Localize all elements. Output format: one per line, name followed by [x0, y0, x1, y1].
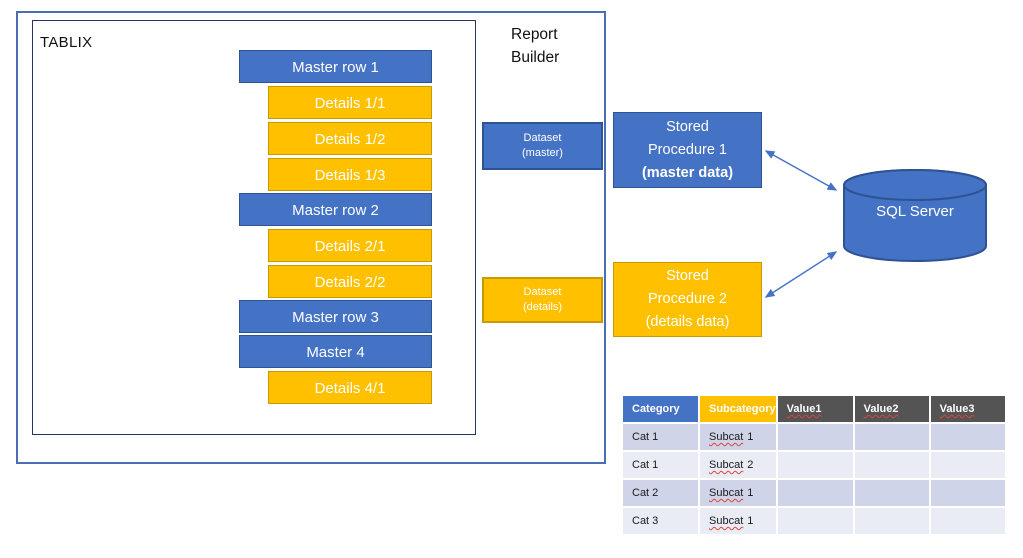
dataset-master-line1: Dataset — [523, 132, 562, 144]
tablix-row-master-2: Master row 2 — [239, 193, 432, 226]
cell-value3 — [930, 452, 1005, 478]
result-table: Category Subcategory Value1 Value2 Value… — [621, 394, 1007, 536]
tablix-row-detail-1-2: Details 1/2 — [268, 122, 432, 155]
tablix-row-master-1: Master row 1 — [239, 50, 432, 83]
tablix-row-master-3: Master row 3 — [239, 300, 432, 333]
cell-category: Cat 3 — [623, 508, 698, 534]
report-builder-title: Report Builder — [511, 26, 560, 66]
dataset-master-box: Dataset (master) — [482, 122, 603, 170]
cell-category: Cat 1 — [623, 424, 698, 450]
cell-value2 — [854, 424, 929, 450]
cell-category: Cat 1 — [623, 452, 698, 478]
cell-value3 — [930, 508, 1005, 534]
tablix-row-master-4: Master 4 — [239, 335, 432, 368]
dataset-details-line2: (details) — [522, 301, 563, 313]
cell-value2 — [854, 452, 929, 478]
sp1-line3: (master data) — [641, 164, 734, 181]
cell-category: Cat 2 — [623, 480, 698, 506]
cell-value1 — [777, 480, 853, 506]
cell-value1 — [777, 424, 853, 450]
header-value3: Value3 — [930, 396, 1005, 422]
arrow-sp1-sqlserver — [764, 150, 838, 191]
stored-procedure-2-box: Stored Procedure 2 (details data) — [613, 262, 762, 337]
cell-value3 — [930, 424, 1005, 450]
dataset-details-line1: Dataset — [523, 286, 562, 298]
header-subcategory: Subcategory — [700, 396, 776, 422]
cell-value1 — [777, 452, 853, 478]
tablix-row-detail-1-3: Details 1/3 — [268, 158, 432, 191]
header-value2: Value2 — [854, 396, 929, 422]
cell-value2 — [854, 508, 929, 534]
tablix-title: TABLIX — [40, 34, 93, 51]
tablix-row-detail-2-2: Details 2/2 — [268, 265, 432, 298]
dataset-master-line2: (master) — [522, 147, 563, 159]
sql-server-label: SQL Server — [876, 203, 954, 220]
database-cylinder-icon — [843, 169, 987, 262]
cell-value3 — [930, 480, 1005, 506]
tablix-row-detail-2-1: Details 2/1 — [268, 229, 432, 262]
sp2-line3: (details data) — [645, 314, 730, 330]
tablix-row-detail-4-1: Details 4/1 — [268, 371, 432, 404]
cell-value1 — [777, 508, 853, 534]
cell-value2 — [854, 480, 929, 506]
sp2-line1: Stored — [666, 268, 709, 284]
sp1-line2: Procedure 1 — [648, 141, 727, 158]
sql-server-database: SQL Server — [842, 169, 988, 263]
sp2-line2: Procedure 2 — [648, 291, 727, 307]
header-category: Category — [623, 396, 698, 422]
stored-procedure-1-box: Stored Procedure 1 (master data) — [613, 112, 762, 188]
header-value1: Value1 — [777, 396, 853, 422]
dataset-details-box: Dataset (details) — [482, 277, 603, 323]
sp1-line1: Stored — [666, 118, 709, 135]
result-table-header-row: Category Subcategory Value1 Value2 Value… — [623, 396, 1005, 422]
arrow-sp2-sqlserver — [764, 251, 838, 298]
tablix-row-detail-1-1: Details 1/1 — [268, 86, 432, 119]
